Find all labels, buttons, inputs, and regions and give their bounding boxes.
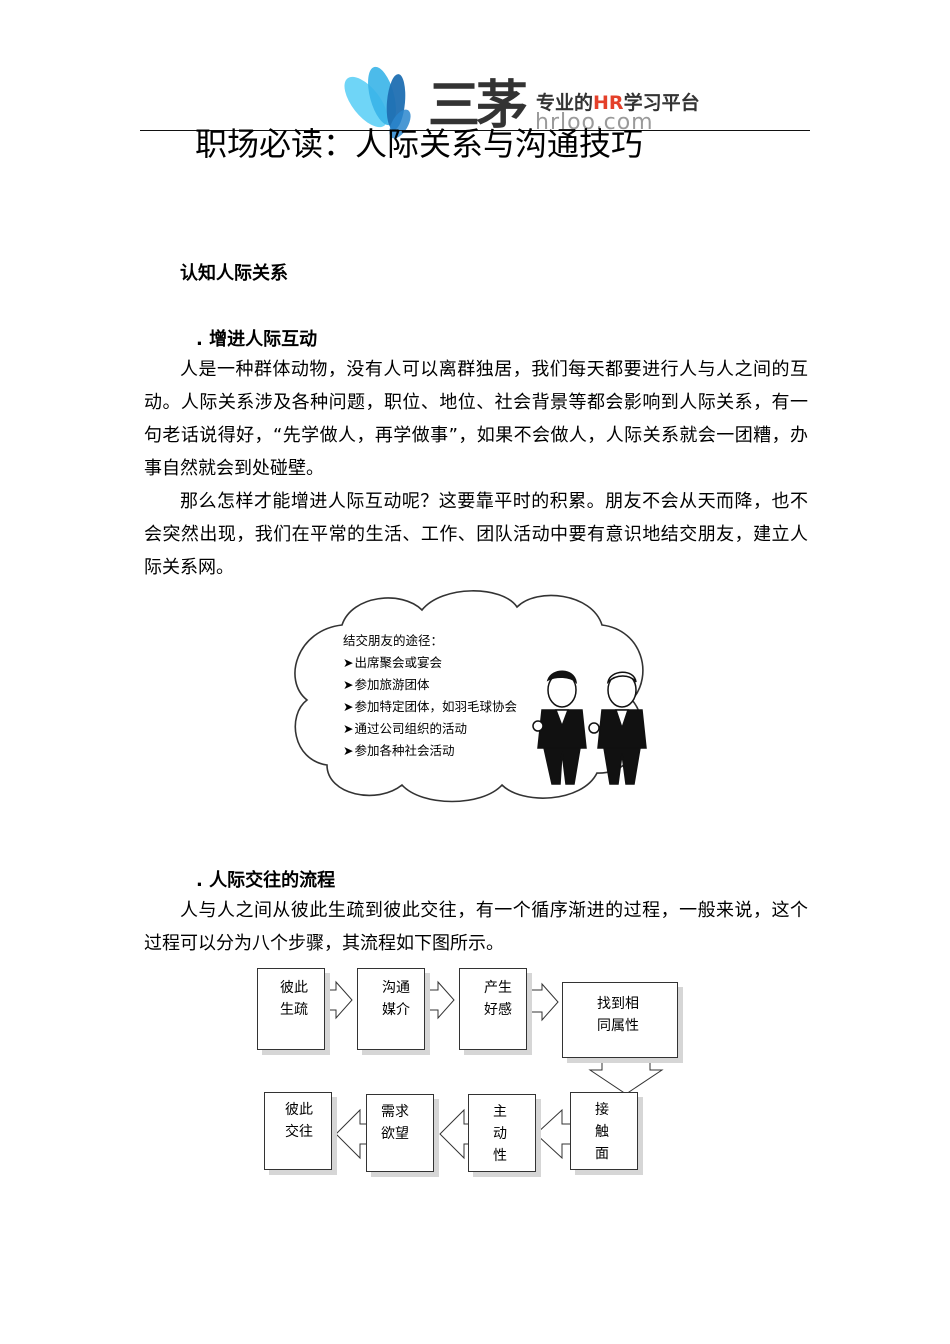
- section-heading: 认知人际关系: [180, 263, 288, 284]
- tagline-post: 学习平台: [623, 92, 700, 114]
- logo-butterfly-icon: [344, 66, 411, 139]
- flow-step-8: 彼此 交往: [264, 1092, 332, 1170]
- tagline-pre: 专业的: [536, 92, 594, 114]
- arrow-right-icon: [423, 980, 455, 1020]
- cloud-item: ➤出席聚会或宴会: [343, 655, 442, 670]
- page-title: 职场必读：人际关系与沟通技巧: [195, 125, 644, 163]
- flowchart: 彼此 生疏 沟通 媒介 产生 好感 找到相 同属性 接 触 面 主 动 性 需求…: [250, 962, 690, 1177]
- bullet-arrow-icon: ➤: [343, 699, 354, 714]
- arrow-right-icon: [321, 980, 353, 1020]
- bullet-arrow-icon: ➤: [343, 655, 354, 670]
- bullet-arrow-icon: ➤: [343, 721, 354, 736]
- header-rule: [140, 130, 810, 131]
- logo-mark: 三茅: [428, 76, 528, 136]
- flow-step-7: 需求 欲望: [366, 1094, 434, 1172]
- cloud-content: 结交朋友的途径： ➤出席聚会或宴会 ➤参加旅游团体 ➤参加特定团体，如羽毛球协会…: [343, 630, 517, 762]
- bullet-arrow-icon: ➤: [343, 743, 354, 758]
- cloud-item: ➤参加特定团体，如羽毛球协会: [343, 699, 517, 714]
- subsection-heading-interaction: . 增进人际互动: [196, 329, 318, 350]
- two-gentlemen-illustration: [532, 670, 647, 785]
- cloud-item: ➤参加各种社会活动: [343, 743, 455, 758]
- flow-step-4: 找到相 同属性: [562, 982, 678, 1058]
- flow-step-2: 沟通 媒介: [357, 968, 425, 1050]
- gentleman-right-icon: [588, 671, 647, 785]
- tagline-hr: HR: [593, 92, 624, 114]
- paragraph-2: 那么怎样才能增进人际互动呢？这要靠平时的积累。朋友不会从天而降，也不会突然出现，…: [144, 491, 808, 578]
- paragraph-1: 人是一种群体动物，没有人可以离群独居，我们每天都要进行人与人之间的互动。人际关系…: [144, 359, 808, 479]
- cloud-title: 结交朋友的途径：: [343, 633, 444, 648]
- flow-step-6: 主 动 性: [468, 1094, 536, 1172]
- cloud-item: ➤通过公司组织的活动: [343, 721, 467, 736]
- arrow-down-icon: [588, 1057, 664, 1095]
- flow-step-1: 彼此 生疏: [257, 968, 325, 1050]
- bullet-arrow-icon: ➤: [343, 677, 354, 692]
- gentleman-left-icon: [532, 670, 587, 785]
- logo-tagline: 专业的HR学习平台: [536, 88, 700, 115]
- flow-step-3: 产生 好感: [459, 968, 527, 1050]
- logo-wings: [344, 66, 411, 139]
- paragraph-3: 人与人之间从彼此生疏到彼此交往，有一个循序渐进的过程，一般来说，这个过程可以分为…: [144, 900, 808, 954]
- subsection-heading-process: . 人际交往的流程: [196, 870, 336, 891]
- flow-step-5: 接 触 面: [570, 1092, 638, 1170]
- cloud-item: ➤参加旅游团体: [343, 677, 430, 692]
- arrow-right-icon: [525, 982, 559, 1022]
